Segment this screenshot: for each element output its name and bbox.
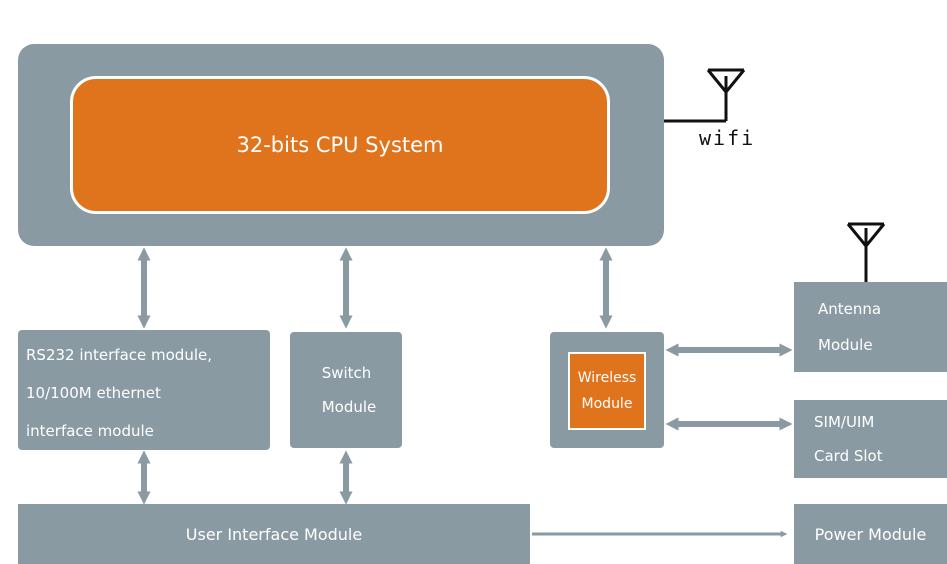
switch-module: Switch Module	[290, 332, 402, 448]
user-interface-label: User Interface Module	[185, 524, 363, 544]
sim-card-slot-label: SIM/UIM Card Slot	[814, 413, 883, 465]
switch-module-label: Switch Module	[321, 364, 377, 416]
user-interface-module: User Interface Module	[18, 504, 530, 564]
antenna-module-label: Antenna Module	[818, 300, 882, 354]
antenna-icon	[846, 222, 886, 282]
wifi-label: wifi	[699, 126, 756, 150]
antenna-module: Antenna Module	[794, 282, 947, 372]
power-module-label: Power Module	[814, 524, 927, 544]
cpu-system-block: 32-bits CPU System	[70, 76, 610, 214]
wireless-module-block: Wireless Module	[568, 352, 646, 430]
rs232-ethernet-label: RS232 interface module, 10/100M ethernet…	[26, 346, 212, 440]
rs232-ethernet-module: RS232 interface module, 10/100M ethernet…	[18, 330, 270, 450]
antenna-icon	[664, 68, 746, 123]
power-module: Power Module	[794, 504, 947, 564]
sim-card-slot: SIM/UIM Card Slot	[794, 400, 947, 478]
